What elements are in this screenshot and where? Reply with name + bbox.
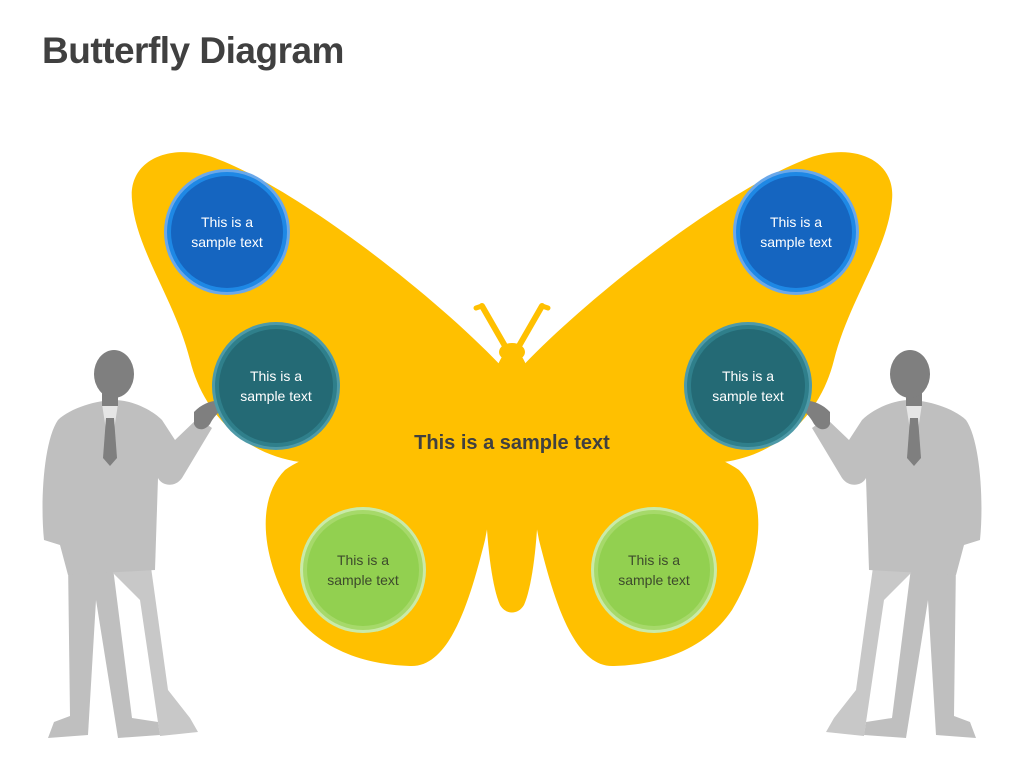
page-title: Butterfly Diagram bbox=[42, 30, 344, 71]
circle-middle-left bbox=[212, 322, 340, 450]
presenter-right-silhouette bbox=[796, 350, 982, 738]
circle-middle-right bbox=[684, 322, 812, 450]
circle-bottom-right bbox=[591, 507, 717, 633]
center-label: This is a sample text bbox=[414, 432, 610, 454]
circle-top-left bbox=[164, 169, 290, 295]
circle-bottom-left bbox=[300, 507, 426, 633]
presenter-left-silhouette bbox=[42, 350, 228, 738]
circle-top-right bbox=[733, 169, 859, 295]
